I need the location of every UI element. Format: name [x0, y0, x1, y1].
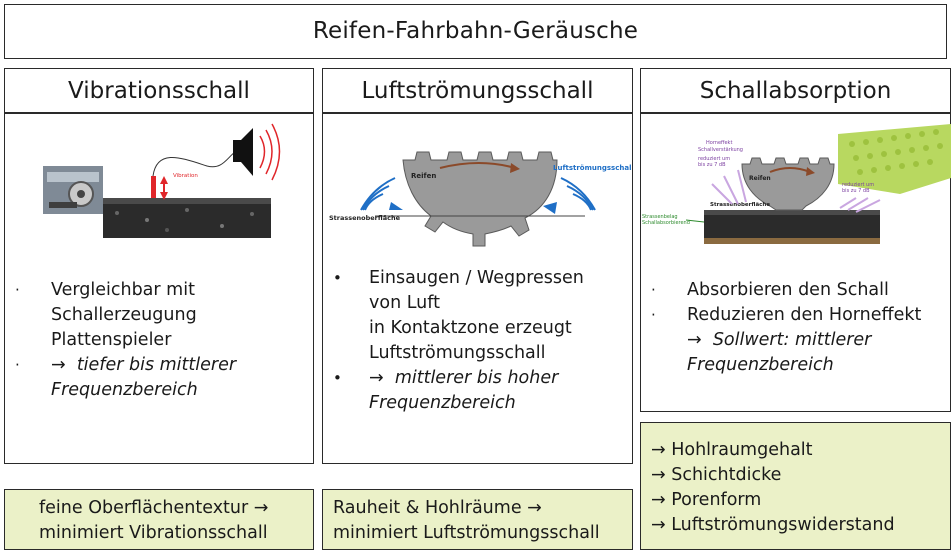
vibration-illustration: Vibration	[43, 123, 281, 238]
pavement-label-1: Strassenbelag	[642, 214, 678, 220]
column-absorption-heading-box: Schallabsorption	[640, 68, 951, 113]
bullet-item: • Einsaugen / Wegpressen von Luft in Kon…	[333, 268, 584, 363]
column-vibration-body: Vibration · Vergleichbar mit Schallerzeu…	[4, 113, 314, 464]
arrow-icon: →	[687, 330, 702, 350]
column-vibration-heading-box: Vibrationsschall	[4, 68, 314, 113]
surface-label: Strassenoberfläche	[710, 202, 770, 208]
bullet-item: • → mittlerer bis hoher Frequenzbereich	[333, 368, 559, 413]
reduction-left-label-1: reduziert um	[698, 156, 730, 162]
bullet-item: · Reduzieren den Horneffekt	[651, 305, 922, 325]
airflow-illustration: Reifen Strassenoberfläche Luftströmungss…	[329, 151, 632, 247]
amplification-label: Schallverstärkung	[698, 147, 743, 153]
surface-label: Strassenoberfläche	[329, 214, 401, 222]
diagram-title: Reifen-Fahrbahn-Geräusche	[312, 18, 639, 44]
reduction-right-label-1: reduziert um	[842, 182, 874, 188]
airflow-bullets: • Einsaugen / Wegpressen von Luft in Kon…	[333, 266, 584, 416]
column-absorption-body: Reifen Strassenoberfläche Horneffekt Sch…	[640, 113, 951, 412]
column-vibration-footer: feine Oberflächentextur → minimiert Vibr…	[4, 489, 314, 550]
reduction-left-label-2: bis zu 7 dB	[698, 162, 726, 168]
asphalt-strip	[103, 198, 271, 238]
column-absorption-footer: → Hohlraumgehalt → Schichtdicke → Porenf…	[640, 422, 951, 550]
arrow-icon: →	[369, 368, 384, 388]
speaker-icon	[233, 140, 241, 162]
title-box: Reifen-Fahrbahn-Geräusche	[4, 4, 947, 59]
column-airflow-body: Reifen Strassenoberfläche Luftströmungss…	[322, 113, 633, 464]
reduction-right-label-2: bis zu 7 dB	[842, 188, 870, 194]
bullet-item: → Sollwert: mittlerer Frequenzbereich	[687, 330, 872, 375]
column-airflow-heading-box: Luftströmungsschall	[322, 68, 633, 113]
rotation-arrow	[439, 162, 516, 169]
pavement-label-2: Schallabsorbierend	[642, 220, 690, 226]
bullet-item: · → tiefer bis mittlerer Frequenzbereich	[15, 355, 237, 400]
bullet-item: · Vergleichbar mit Schallerzeugung Platt…	[15, 280, 197, 350]
column-absorption-heading: Schallabsorption	[699, 78, 892, 104]
vibration-bar	[151, 176, 156, 198]
tire-label: Reifen	[749, 175, 771, 182]
bullet-item: · Absorbieren den Schall	[651, 280, 889, 300]
arrow-icon: →	[51, 355, 66, 375]
absorption-bullets: · Absorbieren den Schall · Reduzieren de…	[651, 278, 921, 378]
column-vibration-heading: Vibrationsschall	[68, 78, 250, 104]
tire-label: Reifen	[411, 172, 436, 180]
horn-label: Horneffekt	[706, 140, 732, 146]
column-airflow-heading: Luftströmungsschall	[361, 78, 594, 104]
vibration-label: Vibration	[173, 173, 198, 179]
airflow-label: Luftströmungsschall	[553, 164, 632, 172]
vibration-bullets: · Vergleichbar mit Schallerzeugung Platt…	[15, 278, 236, 403]
absorption-illustration: Reifen Strassenoberfläche Horneffekt Sch…	[642, 124, 951, 244]
column-airflow-footer: Rauheit & Hohlräume → minimiert Luftströ…	[322, 489, 633, 550]
tire-shape	[402, 151, 558, 247]
